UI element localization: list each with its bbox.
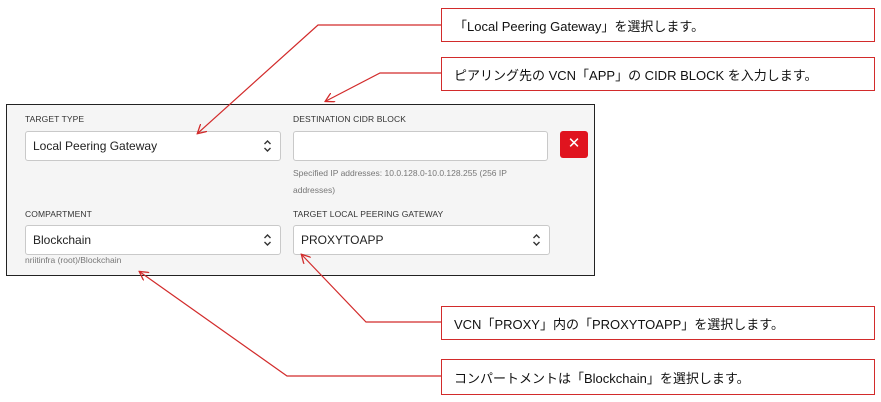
target-type-select[interactable]: Local Peering Gateway (25, 131, 281, 161)
close-icon: ✕ (567, 135, 581, 152)
compartment-value: Blockchain (33, 233, 92, 247)
cidr-help-line: addresses) (293, 185, 336, 195)
callout-cidr: ピアリング先の VCN「APP」の CIDR BLOCK を入力します。 (441, 57, 875, 91)
callout-text: VCN「PROXY」内の「PROXYTOAPP」を選択します。 (454, 316, 785, 332)
arrow-compartment (140, 272, 441, 377)
cidr-help-text: Specified IP addresses: 10.0.128.0-10.0.… (293, 165, 553, 199)
target-type-value: Local Peering Gateway (33, 139, 158, 153)
route-rule-form: TARGET TYPE Local Peering Gateway DESTIN… (6, 104, 595, 276)
delete-rule-button[interactable]: ✕ (560, 131, 588, 158)
callout-compartment: コンパートメントは「Blockchain」を選択します。 (441, 359, 875, 395)
target-type-label: TARGET TYPE (25, 114, 85, 124)
callout-text: ピアリング先の VCN「APP」の CIDR BLOCK を入力します。 (454, 67, 818, 83)
target-lpg-select[interactable]: PROXYTOAPP (293, 225, 550, 255)
compartment-path: nriitinfra (root)/Blockchain (25, 255, 122, 265)
callout-text: コンパートメントは「Blockchain」を選択します。 (454, 370, 750, 386)
target-lpg-label: TARGET LOCAL PEERING GATEWAY (293, 209, 444, 219)
arrow-target-lpg (302, 255, 441, 323)
compartment-select[interactable]: Blockchain (25, 225, 281, 255)
arrow-cidr (326, 72, 441, 101)
chevron-up-down-icon (264, 234, 271, 246)
chevron-up-down-icon (533, 234, 540, 246)
cidr-help-line: Specified IP addresses: 10.0.128.0-10.0.… (293, 168, 507, 178)
destination-cidr-input[interactable] (293, 131, 548, 161)
compartment-label: COMPARTMENT (25, 209, 92, 219)
callout-target-type: 「Local Peering Gateway」を選択します。 (441, 8, 875, 42)
chevron-up-down-icon (264, 140, 271, 152)
target-lpg-value: PROXYTOAPP (301, 233, 384, 247)
arrow-target-type (198, 24, 441, 133)
destination-cidr-label: DESTINATION CIDR BLOCK (293, 114, 407, 124)
callout-target-lpg: VCN「PROXY」内の「PROXYTOAPP」を選択します。 (441, 306, 875, 340)
callout-text: 「Local Peering Gateway」を選択します。 (454, 18, 705, 34)
